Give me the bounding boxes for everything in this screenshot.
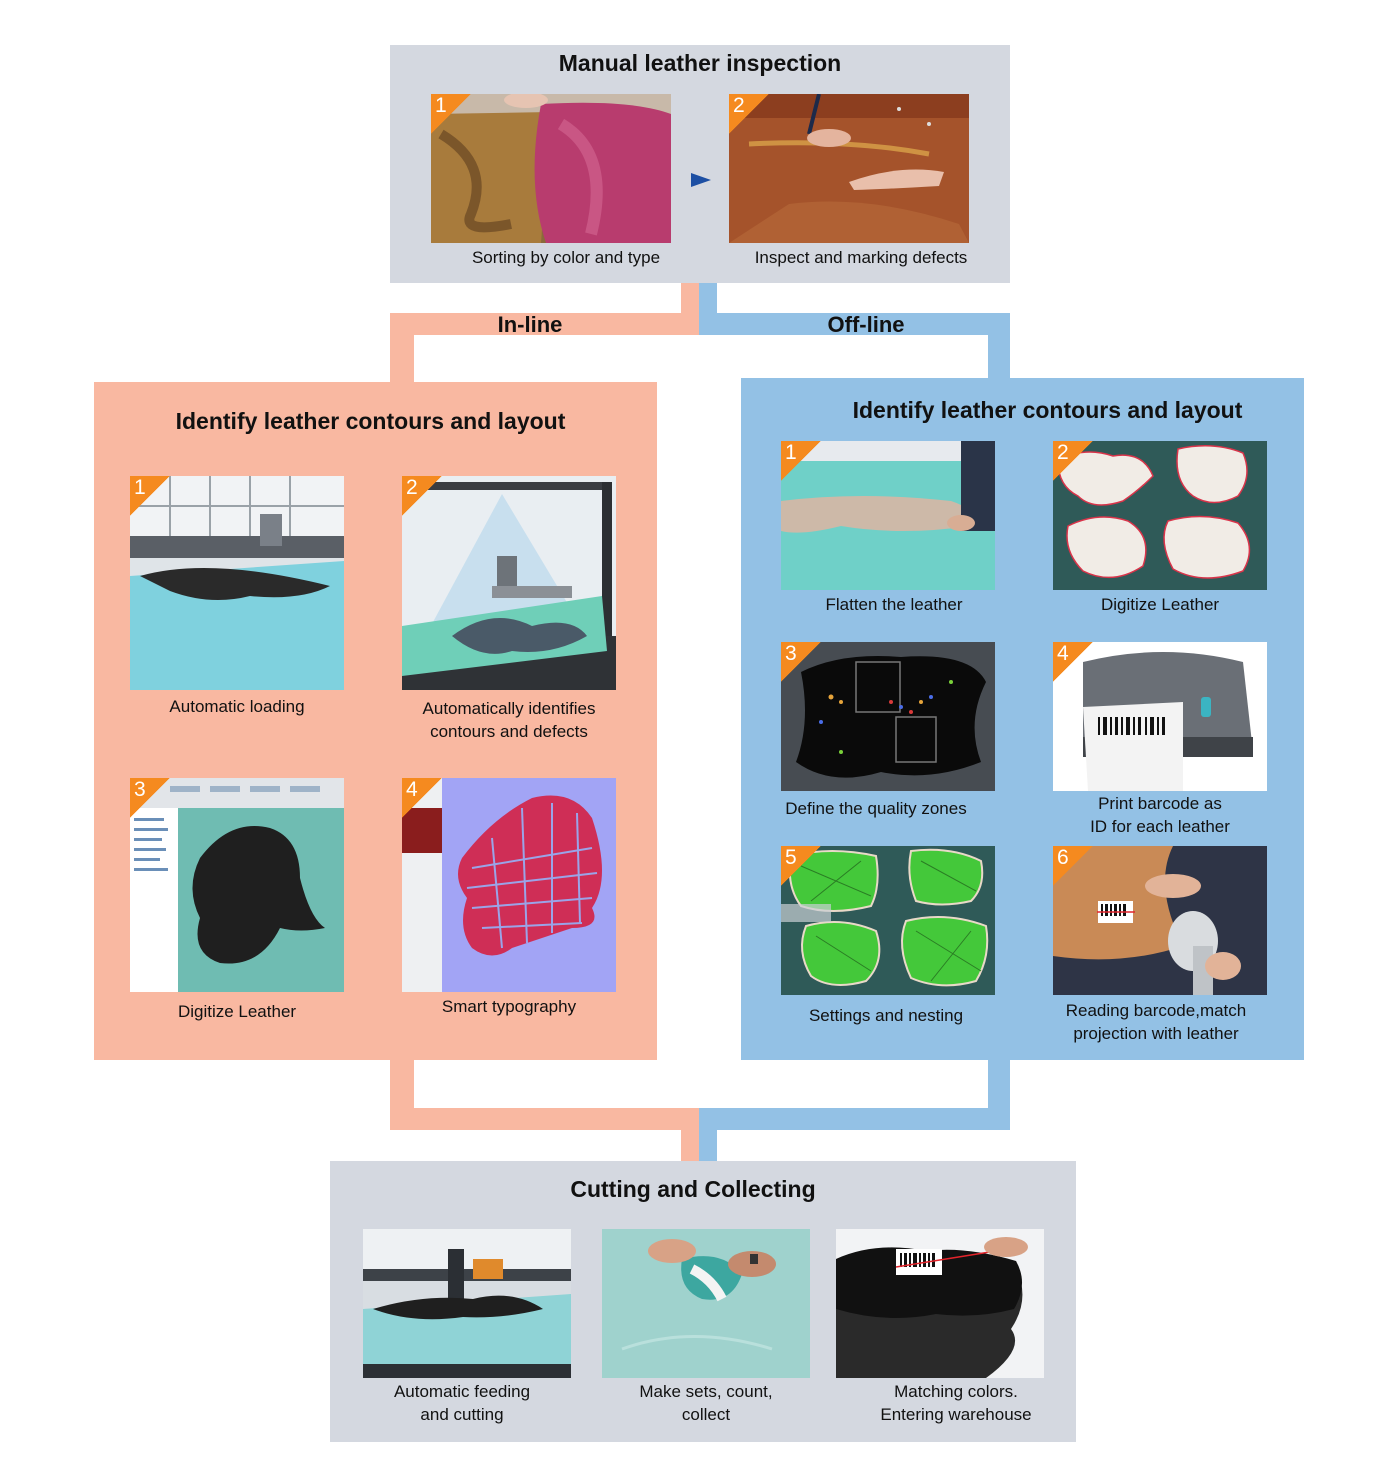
step-badge: 1	[781, 441, 821, 481]
step-badge: 4	[1053, 642, 1093, 682]
step-badge: 5	[781, 846, 821, 886]
inline-panel: Identify leather contours and layout 1 A…	[94, 382, 657, 1060]
step-badge: 2	[1053, 441, 1093, 481]
caption-automatic-cutting: Automatic feeding and cutting	[393, 1382, 531, 1424]
photo-smart-typography: 4	[402, 778, 616, 992]
photo-reading-barcode: 6	[1053, 846, 1267, 995]
step-badge: 3	[781, 642, 821, 682]
caption-marking: Inspect and marking defects	[754, 248, 968, 267]
photo-matching-colors	[836, 1229, 1044, 1378]
inline-connector-bottom-horizontal	[390, 1108, 699, 1130]
manual-inspection-title: Manual leather inspection	[558, 50, 842, 76]
photo-sorting-leather: 1	[431, 94, 671, 243]
offline-panel: Identify leather contours and layout 1 F…	[741, 378, 1304, 1060]
inline-connector-top-horizontal	[390, 313, 699, 335]
step-badge: 2	[729, 94, 769, 134]
caption-contour-identify: Automatically identifies contours and de…	[422, 699, 596, 741]
photo-make-sets	[602, 1229, 810, 1378]
cutting-collecting-panel: Cutting and Collecting Automatic feeding…	[330, 1161, 1076, 1442]
offline-lane-label: Off-line	[827, 312, 905, 337]
photo-marking-defects: 2	[729, 94, 969, 243]
photo-automatic-cutting	[363, 1229, 571, 1378]
step-badge: 2	[402, 476, 442, 516]
step-badge: 1	[431, 94, 471, 134]
inline-panel-title: Identify leather contours and layout	[175, 408, 566, 434]
caption-make-sets: Make sets, count, collect	[639, 1382, 773, 1424]
manual-inspection-panel: Manual leather inspection 1 Sorting by c…	[390, 45, 1010, 283]
step-badge: 1	[130, 476, 170, 516]
offline-connector-top-horizontal	[699, 313, 1010, 335]
cutting-collecting-title: Cutting and Collecting	[570, 1176, 816, 1202]
caption-settings-nesting: Settings and nesting	[808, 1006, 964, 1025]
photo-settings-nesting: 5	[781, 846, 995, 995]
caption-quality-zones: Define the quality zones	[785, 799, 967, 818]
step-badge: 4	[402, 778, 442, 818]
caption-print-barcode: Print barcode as ID for each leather	[1090, 794, 1230, 836]
photo-quality-zones: 3	[781, 642, 995, 791]
photo-flatten-leather: 1	[781, 441, 995, 590]
offline-panel-title: Identify leather contours and layout	[852, 397, 1243, 423]
photo-contour-identify: 2	[402, 476, 616, 690]
photo-barcode-printer: 4	[1053, 642, 1267, 791]
caption-matching-colors: Matching colors. Entering warehouse	[880, 1382, 1032, 1424]
caption-automatic-loading: Automatic loading	[169, 697, 305, 716]
inline-connector-down	[390, 313, 414, 383]
inline-connector-bottom-vertical	[681, 1108, 699, 1162]
inline-lane-label: In-line	[497, 312, 563, 337]
caption-digitize: Digitize Leather	[177, 1002, 297, 1021]
caption-sorting: Sorting by color and type	[471, 248, 661, 267]
caption-smart-typography: Smart typography	[441, 997, 577, 1016]
caption-flatten: Flatten the leather	[825, 595, 963, 614]
offline-connector-bottom-vertical	[699, 1108, 717, 1162]
photo-digitize-offline: 2	[1053, 441, 1267, 590]
step-badge: 6	[1053, 846, 1093, 886]
caption-digitize-offline: Digitize Leather	[1100, 595, 1220, 614]
photo-digitize-leather: 3	[130, 778, 344, 992]
caption-reading-barcode: Reading barcode,match projection with le…	[1065, 1001, 1247, 1043]
arrow-right-icon	[691, 173, 711, 187]
step-badge: 3	[130, 778, 170, 818]
offline-connector-bottom-horizontal	[699, 1108, 1010, 1130]
offline-connector-down	[988, 313, 1010, 379]
photo-automatic-loading: 1	[130, 476, 344, 690]
